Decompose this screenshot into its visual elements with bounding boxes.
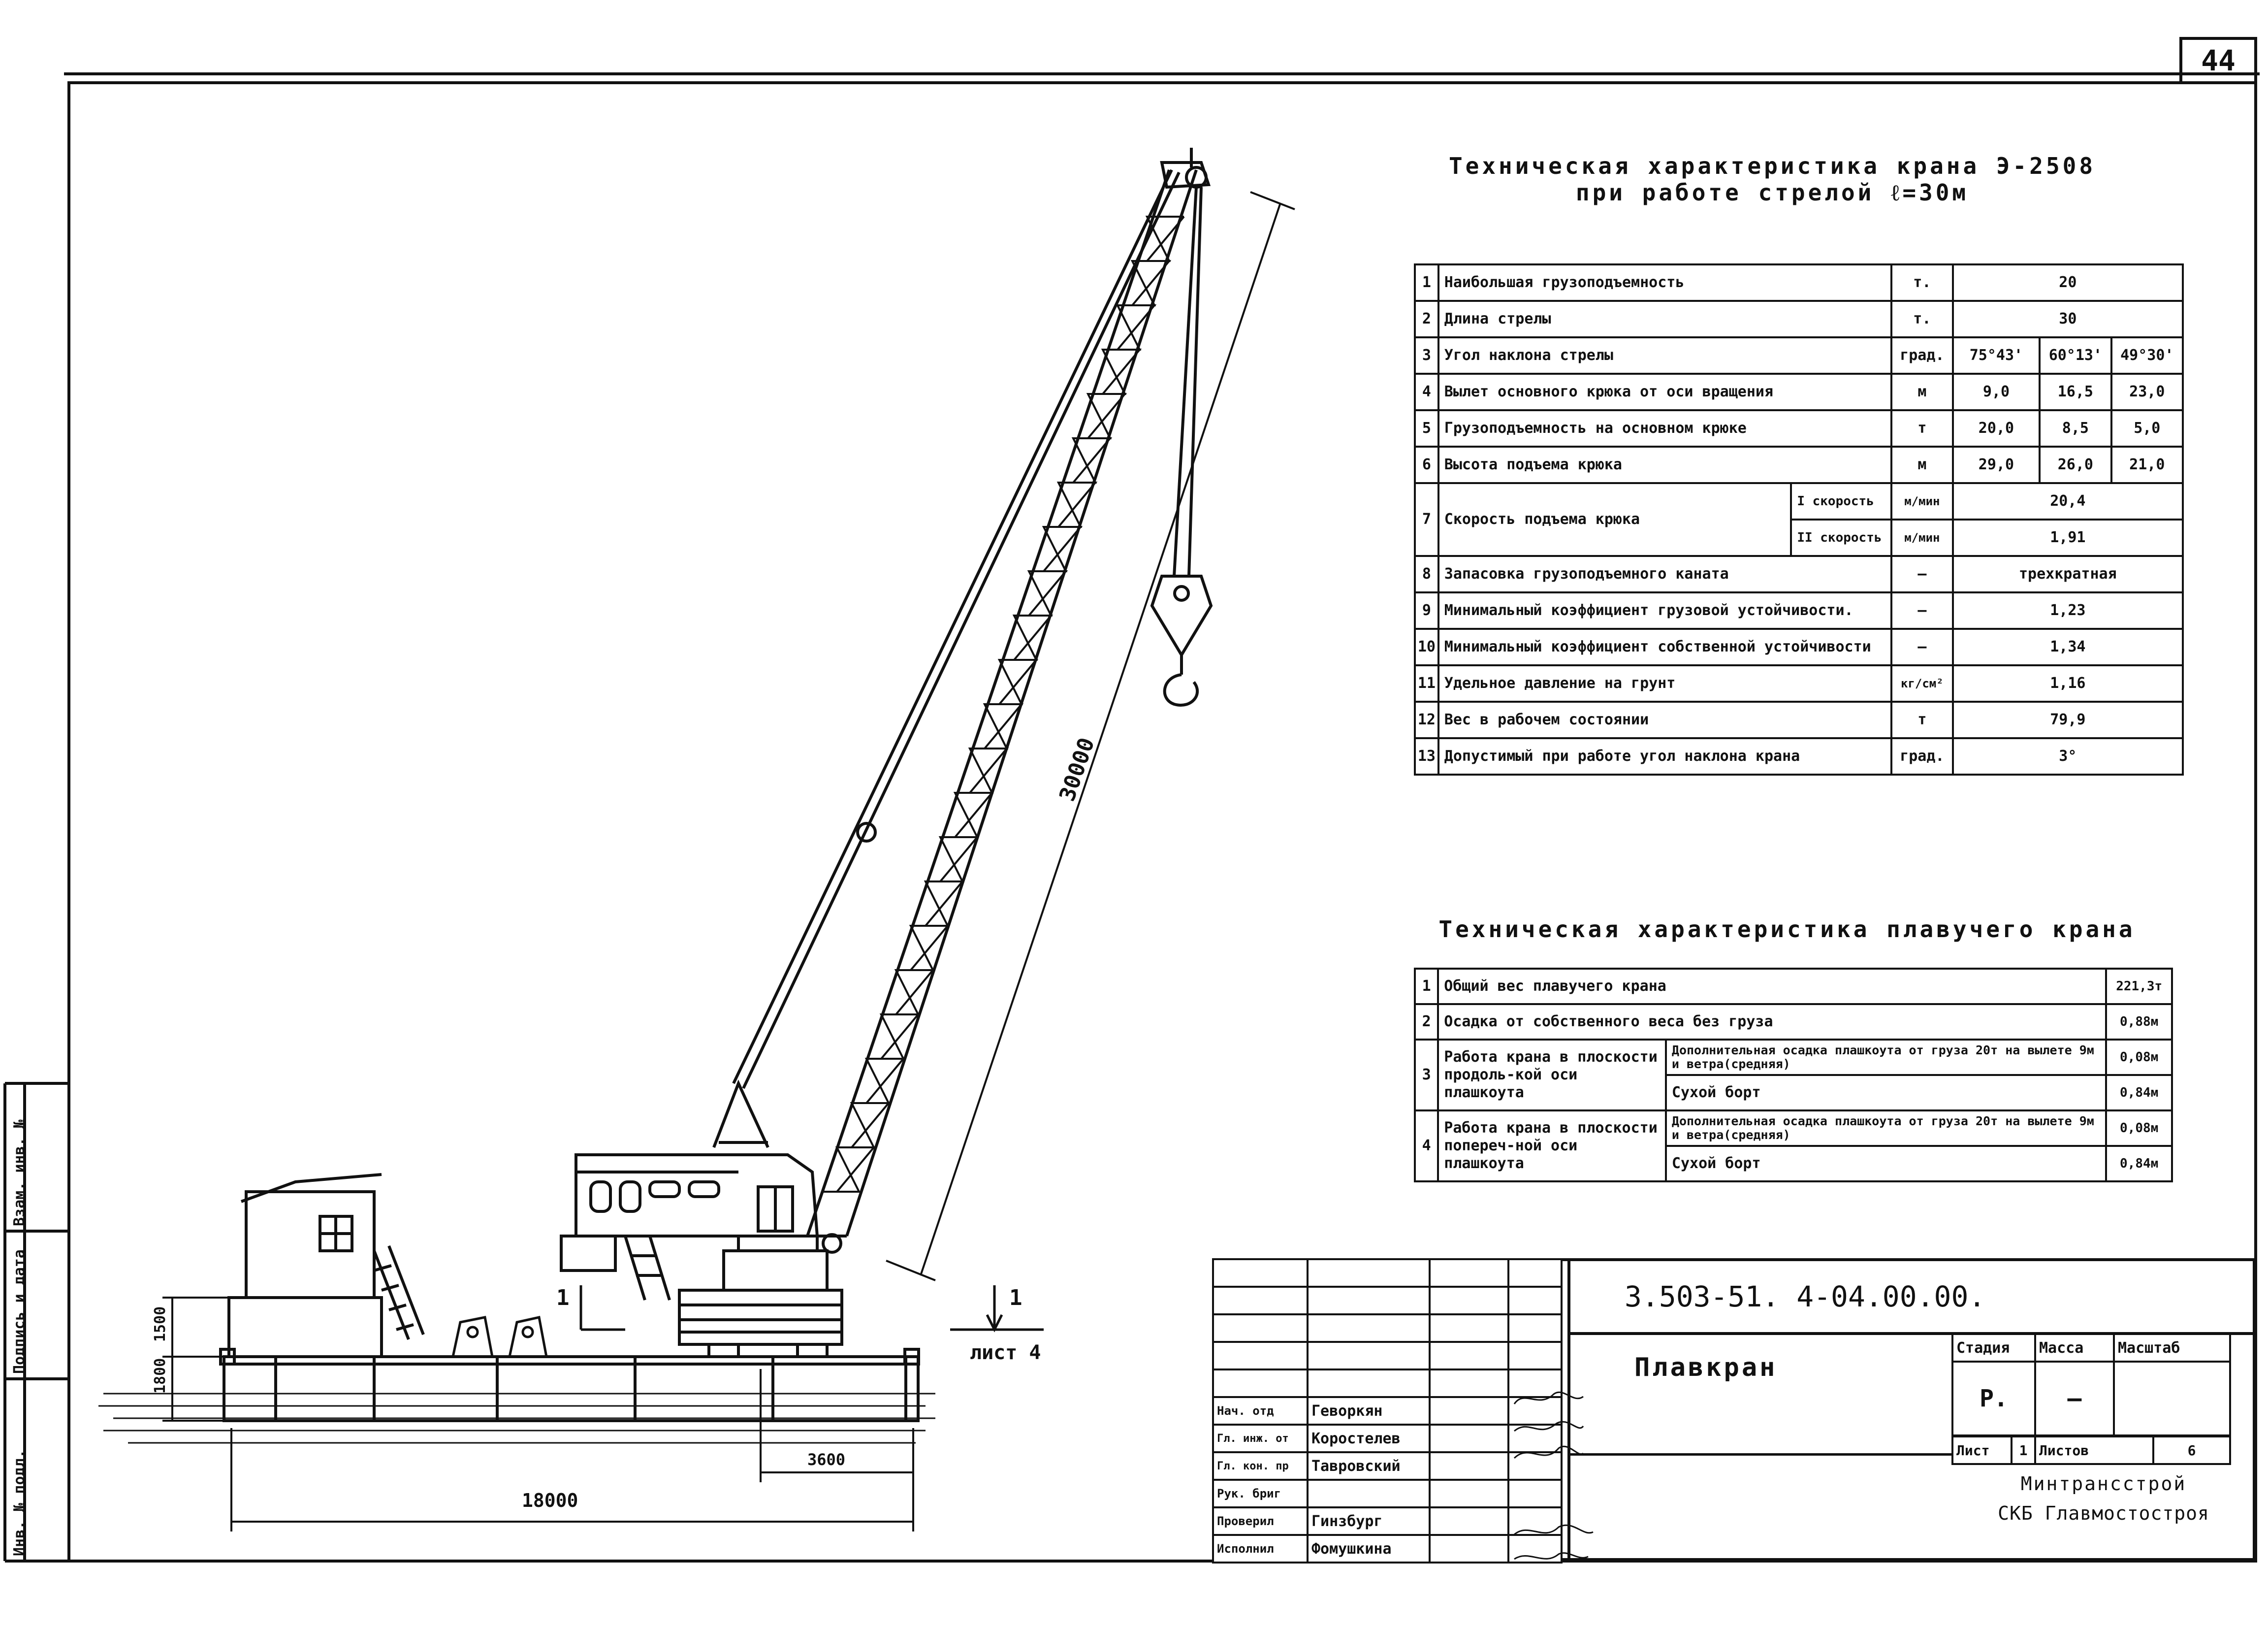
float-spec-row-1: 1 Общий вес плавучего крана 221,3т [1413,968,2173,1005]
section-mark-left: 1 [556,1285,570,1310]
crane-spec-row-1: 1 Наибольшая грузоподъемность т. 20 [1414,263,2184,302]
dim-h2-label: 1500 [152,1306,169,1342]
boom-rigging [712,169,1181,1148]
signature-scribbles [1513,1391,1594,1560]
bollards [451,1315,548,1358]
float-spec-row-3a: 3 Работа крана в плоскости продоль-кой о… [1413,1039,2173,1111]
crane-spec-row-7b: II скорость м/мин 1,91 [1415,519,2184,557]
crane-spec-title-line2: при работе стрелой ℓ=30м [1575,179,1969,206]
crane-spec-row-2: 2 Длина стрелы т. 30 [1414,300,2184,338]
section-marks [579,1285,1044,1333]
sheet-frame [3,37,2260,1563]
doc-name: Плавкран [1567,1335,1953,1561]
crane-spec-row-7a: 7 Скорость подъема крюка I скорость м/ми… [1414,482,2184,557]
dim-length-label: 18000 [522,1490,578,1511]
side-label-sign: Подпись и дата [11,1249,28,1374]
crane-spec-row-3: 3 Угол наклона стрелы град. 75°43' 60°13… [1414,336,2184,375]
water-lines [98,1393,935,1444]
crane-spec-row-8: 8 Запасовка грузоподъемного каната — тре… [1414,555,2184,593]
crane-spec-table: 1 Наибольшая грузоподъемность т. 20 2 Дл… [1414,263,2184,776]
crane-spec-title-line1: Техническая характеристика крана Э-2508 [1448,153,2096,179]
org-1: Минтрансстрой [2020,1473,2187,1495]
sheet-number: 44 [2201,44,2236,77]
dim-h1-label: 1800 [152,1358,169,1394]
crane-spec-row-12: 12 Вес в рабочем состоянии т 79,9 [1414,701,2184,739]
crane-spec-row-13: 13 Допустимый при работе угол наклона кр… [1414,737,2184,776]
crane-spec-row-5: 5 Грузоподъемность на основном крюке т 2… [1414,409,2184,448]
float-spec-row-4b: Сухой борт 0,84м [1415,1145,2173,1182]
section-ref: лист 4 [970,1341,1041,1364]
dim-boom-label: 30000 [1054,735,1099,805]
crane-spec-row-6: 6 Высота подъема крюка м 29,0 26,0 21,0 [1414,446,2184,484]
boom-dimension [886,191,1295,1281]
side-label-instead: Взам. инв. № [11,1119,28,1226]
crane-house [560,1153,819,1301]
crane-hook [1150,187,1213,707]
doc-code: 3.503-51. 4-04.00.00. [1567,1261,2256,1335]
crane-spec-row-4: 4 Вылет основного крюка от оси вращения … [1414,373,2184,411]
doc-name-divider [1567,1453,1953,1456]
stage-table: Стадия Масса Масштаб Р. — [1951,1333,2231,1436]
float-spec-table: 1 Общий вес плавучего крана 221,3т 2 Оса… [1413,968,2173,1182]
float-spec-row-2: 2 Осадка от собственного веса без груза … [1413,1003,2173,1041]
pontoon [219,1348,920,1422]
crane-boom [806,148,1211,1254]
sheets-table: Лист 1 Листов 6 [1951,1435,2231,1465]
crane-spec-title: Техническая характеристика крана Э-2508 … [1418,153,2127,206]
float-spec-row-4a: 4 Работа крана в плоскости попереч-ной о… [1413,1109,2173,1182]
deck-house [227,1173,425,1358]
float-spec-title: Техническая характеристика плавучего кра… [1438,916,2136,943]
crane-spec-row-10: 10 Минимальный коэффициент собственной у… [1414,628,2184,666]
float-spec-row-3b: Сухой борт 0,84м [1415,1074,2173,1111]
crane-spec-row-9: 9 Минимальный коэффициент грузовой устой… [1414,591,2184,630]
signature-row-4: Рук. бриг [1212,1479,1563,1508]
org-2: СКБ Главмостостроя [1998,1502,2209,1524]
crane-spec-row-11: 11 Удельное давление на грунт кг/см² 1,1… [1414,664,2184,703]
section-mark-right: 1 [1009,1285,1022,1310]
crane-tracks [678,1235,843,1357]
hull-dimensions [162,1297,914,1531]
side-label-inv: Инв. № подл. [11,1449,28,1556]
dim-offset-label: 3600 [807,1450,845,1469]
